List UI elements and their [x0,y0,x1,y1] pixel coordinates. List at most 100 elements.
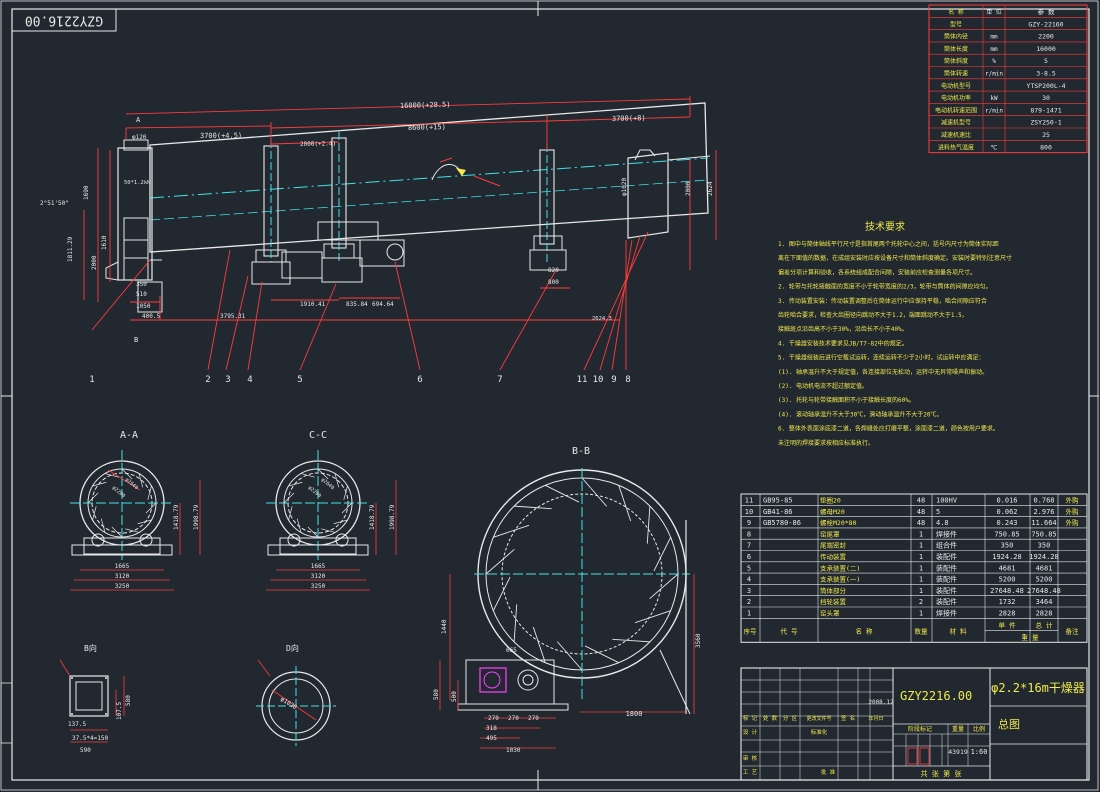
tech-item: (1). 轴承温升不大于规定值，各连接部位无松动，运转中无异常噪声和振动。 [778,368,988,376]
svg-text:580: 580 [433,689,440,700]
tech-item: 未注明的焊接要求按相应标准执行。 [778,439,874,447]
part-unit-weight: 750.85 [994,530,1019,538]
sheet-border-inner [11,8,1090,781]
part-name: 螺栓M20*80 [820,518,857,527]
dimension-label: 16000(+28.5) [400,101,451,110]
spec-name: 电动机功率 [941,94,971,102]
drawing-subtitle: 总图 [998,717,1020,731]
dimension-label: 2624.3 [592,316,612,322]
dimension-label: 510 [136,291,147,298]
part-material: 焊接件 [936,529,957,538]
head-hood [117,147,153,281]
corner-stamp-text: GZY2216.00 [25,13,103,28]
part-total-weight: 2.976 [1033,508,1054,516]
spec-unit: % [992,58,996,65]
spec-unit: kW [990,95,998,102]
dimension-label: 1690 [83,185,90,200]
part-callout: 3 [225,375,230,385]
part-unit-weight: 1732 [999,598,1016,606]
part-code: GB5780-86 [763,519,801,527]
tire-ring-3 [529,144,567,271]
spec-value: 3-8.5 [1036,70,1056,78]
part-material: 焊接件 [936,609,957,618]
technical-requirements: 技术要求 1. 图中与筒体轴线平行尺寸是指首尾两个托轮中心之间，括号内尺寸为筒体实… [778,220,1012,447]
header-weight: 重 量 [1022,633,1039,641]
svg-text:1418.79: 1418.79 [173,504,180,530]
part-no: 1 [747,610,751,618]
header-qty: 数量 [915,626,929,635]
part-unit-weight: 0.062 [996,508,1017,516]
part-unit-weight: 27648.48 [990,587,1024,595]
spec-value: GZY-22160 [1028,20,1063,28]
header-code: 代 号 [781,626,798,635]
dimension-label: 1610 [101,235,108,250]
dimension-label: 694.64 [372,301,394,308]
part-unit-weight: 350 [1001,542,1014,550]
part-name: 传动装置 [820,552,847,561]
svg-text:270: 270 [528,715,539,722]
svg-text:3120: 3120 [311,573,326,580]
tech-item: (2). 电动机电流不超过额定值。 [778,382,868,390]
part-material: 装配件 [936,552,957,561]
part-name: 垫圈20 [820,496,841,505]
spec-unit: ℃ [991,144,998,151]
svg-text:1800: 1800 [626,710,643,718]
sign-label-check: 审 核 [743,754,758,762]
part-qty: 48 [917,508,925,516]
spec-name: 电动机转速范围 [935,106,977,114]
tech-item: 齿轮啮合要求，检查大齿圈径向跳动不大于1.2，端面跳动不大于1.5， [778,311,968,319]
part-no: 10 [745,508,753,516]
dimension-label: 50*1.2kN [124,180,151,186]
spec-name: 筒体内径 [944,33,968,41]
part-note: 外购 [1066,496,1080,505]
header-unit: 单 件 [999,620,1016,629]
svg-text:φ2200: φ2200 [111,485,126,499]
tech-item: 1. 图中与筒体轴线平行尺寸是指首尾两个托轮中心之间，括号内尺寸为筒体实际距 [778,240,999,248]
part-material: 装配件 [936,563,957,572]
part-note: 外购 [1066,518,1080,527]
dimension-label: 1910.41 [300,301,326,308]
tech-item: 接触斑点沿齿高不小于30%，沿齿长不小于40%。 [778,325,908,333]
dimension-label: 350 [136,281,147,288]
section-aa-label: A-A [120,430,138,441]
dimension-label: 2000(+2.4) [300,140,336,148]
part-total-weight: 2828 [1036,610,1053,618]
tech-item: 4. 干燥器安装技术要求见JB/T7-82中的规定。 [778,339,908,347]
stage-label: 阶段标记 [908,725,932,733]
dimension-label: φ1020 [621,178,628,196]
tech-item: 离在下面值的数据，在成组安装时应按设备尺寸和筒体斜度确定。安装时要特别注意尺寸 [778,254,1012,262]
part-callout: 8 [625,375,630,385]
part-material: 100HV [936,497,958,505]
part-material: 装配件 [936,597,957,606]
spec-name: 筒体转速 [944,70,968,78]
spec-unit: mm [990,34,998,41]
spec-unit: mm [990,46,998,53]
svg-text:1998.79: 1998.79 [193,504,200,530]
part-note: 外购 [1066,507,1080,516]
part-name: 支承装置(一) [820,575,860,584]
spec-unit: r/min [985,71,1003,78]
dimension-label: 2000 [91,255,98,270]
part-total-weight: 5200 [1036,576,1053,584]
svg-text:1665: 1665 [115,563,130,570]
part-qty: 2 [919,598,923,606]
part-unit-weight: 0.243 [996,519,1017,527]
view-b-flange: B向 37.5*4=150 590 580 107.5 137.5 [59,643,132,754]
sign-label-approve: 批 准 [821,768,836,776]
dimension-label: 800 [548,279,559,286]
part-total-weight: 11.664 [1031,519,1056,527]
tech-heading: 技术要求 [865,220,905,233]
tech-item: (3). 托轮与轮带接触面积不小于接触长度的60%。 [778,396,915,404]
spec-name: 减速机型号 [941,119,971,127]
svg-text:3560: 3560 [695,633,702,648]
motor-reducer [479,667,507,693]
tech-item: 偏差分项计算和验收，各系统组成配合间隙，安装前应检查测量各项尺寸。 [778,268,976,276]
svg-text:φ2640: φ2640 [124,477,139,491]
header-material: 材 料 [950,626,967,635]
svg-text:500: 500 [451,691,458,702]
svg-text:580: 580 [125,695,132,706]
svg-text:1998.79: 1998.79 [389,504,396,530]
scale-value: 1:60 [971,748,988,756]
part-name: 窑尾罩 [820,529,840,538]
